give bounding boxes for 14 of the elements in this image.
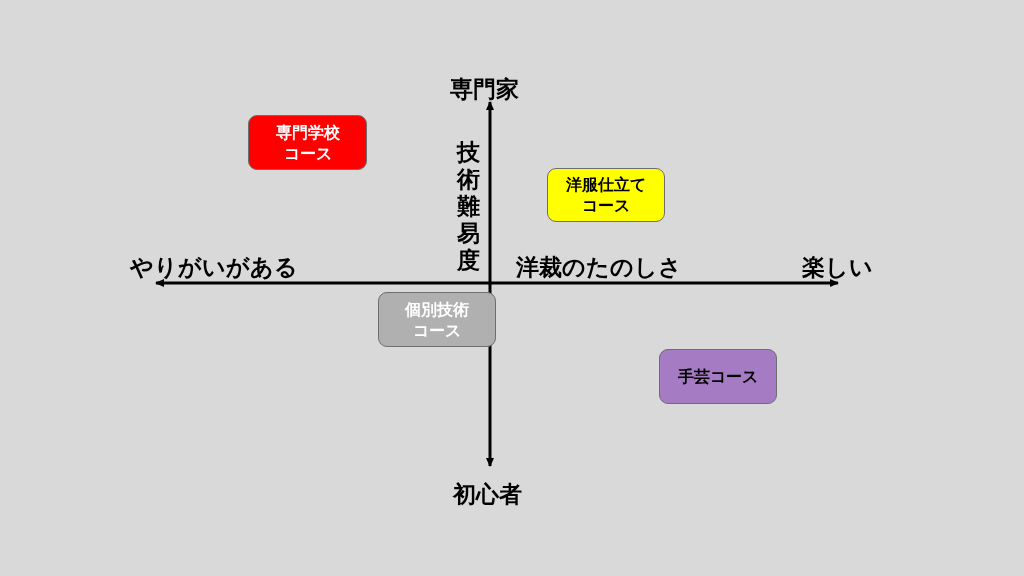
course-box — [248, 115, 367, 170]
axis-label: やりがいがある — [130, 255, 298, 278]
course-name: 専門学校コース — [274, 121, 341, 164]
course-box — [378, 292, 496, 347]
axis-title: 技術難易度 — [456, 138, 481, 273]
course-name: 個別技術コース — [403, 298, 470, 341]
axis-title: 洋裁のたのしさ — [516, 255, 682, 278]
axis-label: 初心者 — [453, 482, 522, 505]
course-name: 手芸コース — [678, 366, 758, 387]
axis-label: 専門家 — [450, 77, 519, 100]
axis-label: 楽しい — [802, 255, 873, 278]
course-box — [547, 168, 665, 222]
course-name: 洋服仕立てコース — [565, 174, 647, 216]
course-box — [659, 349, 777, 404]
